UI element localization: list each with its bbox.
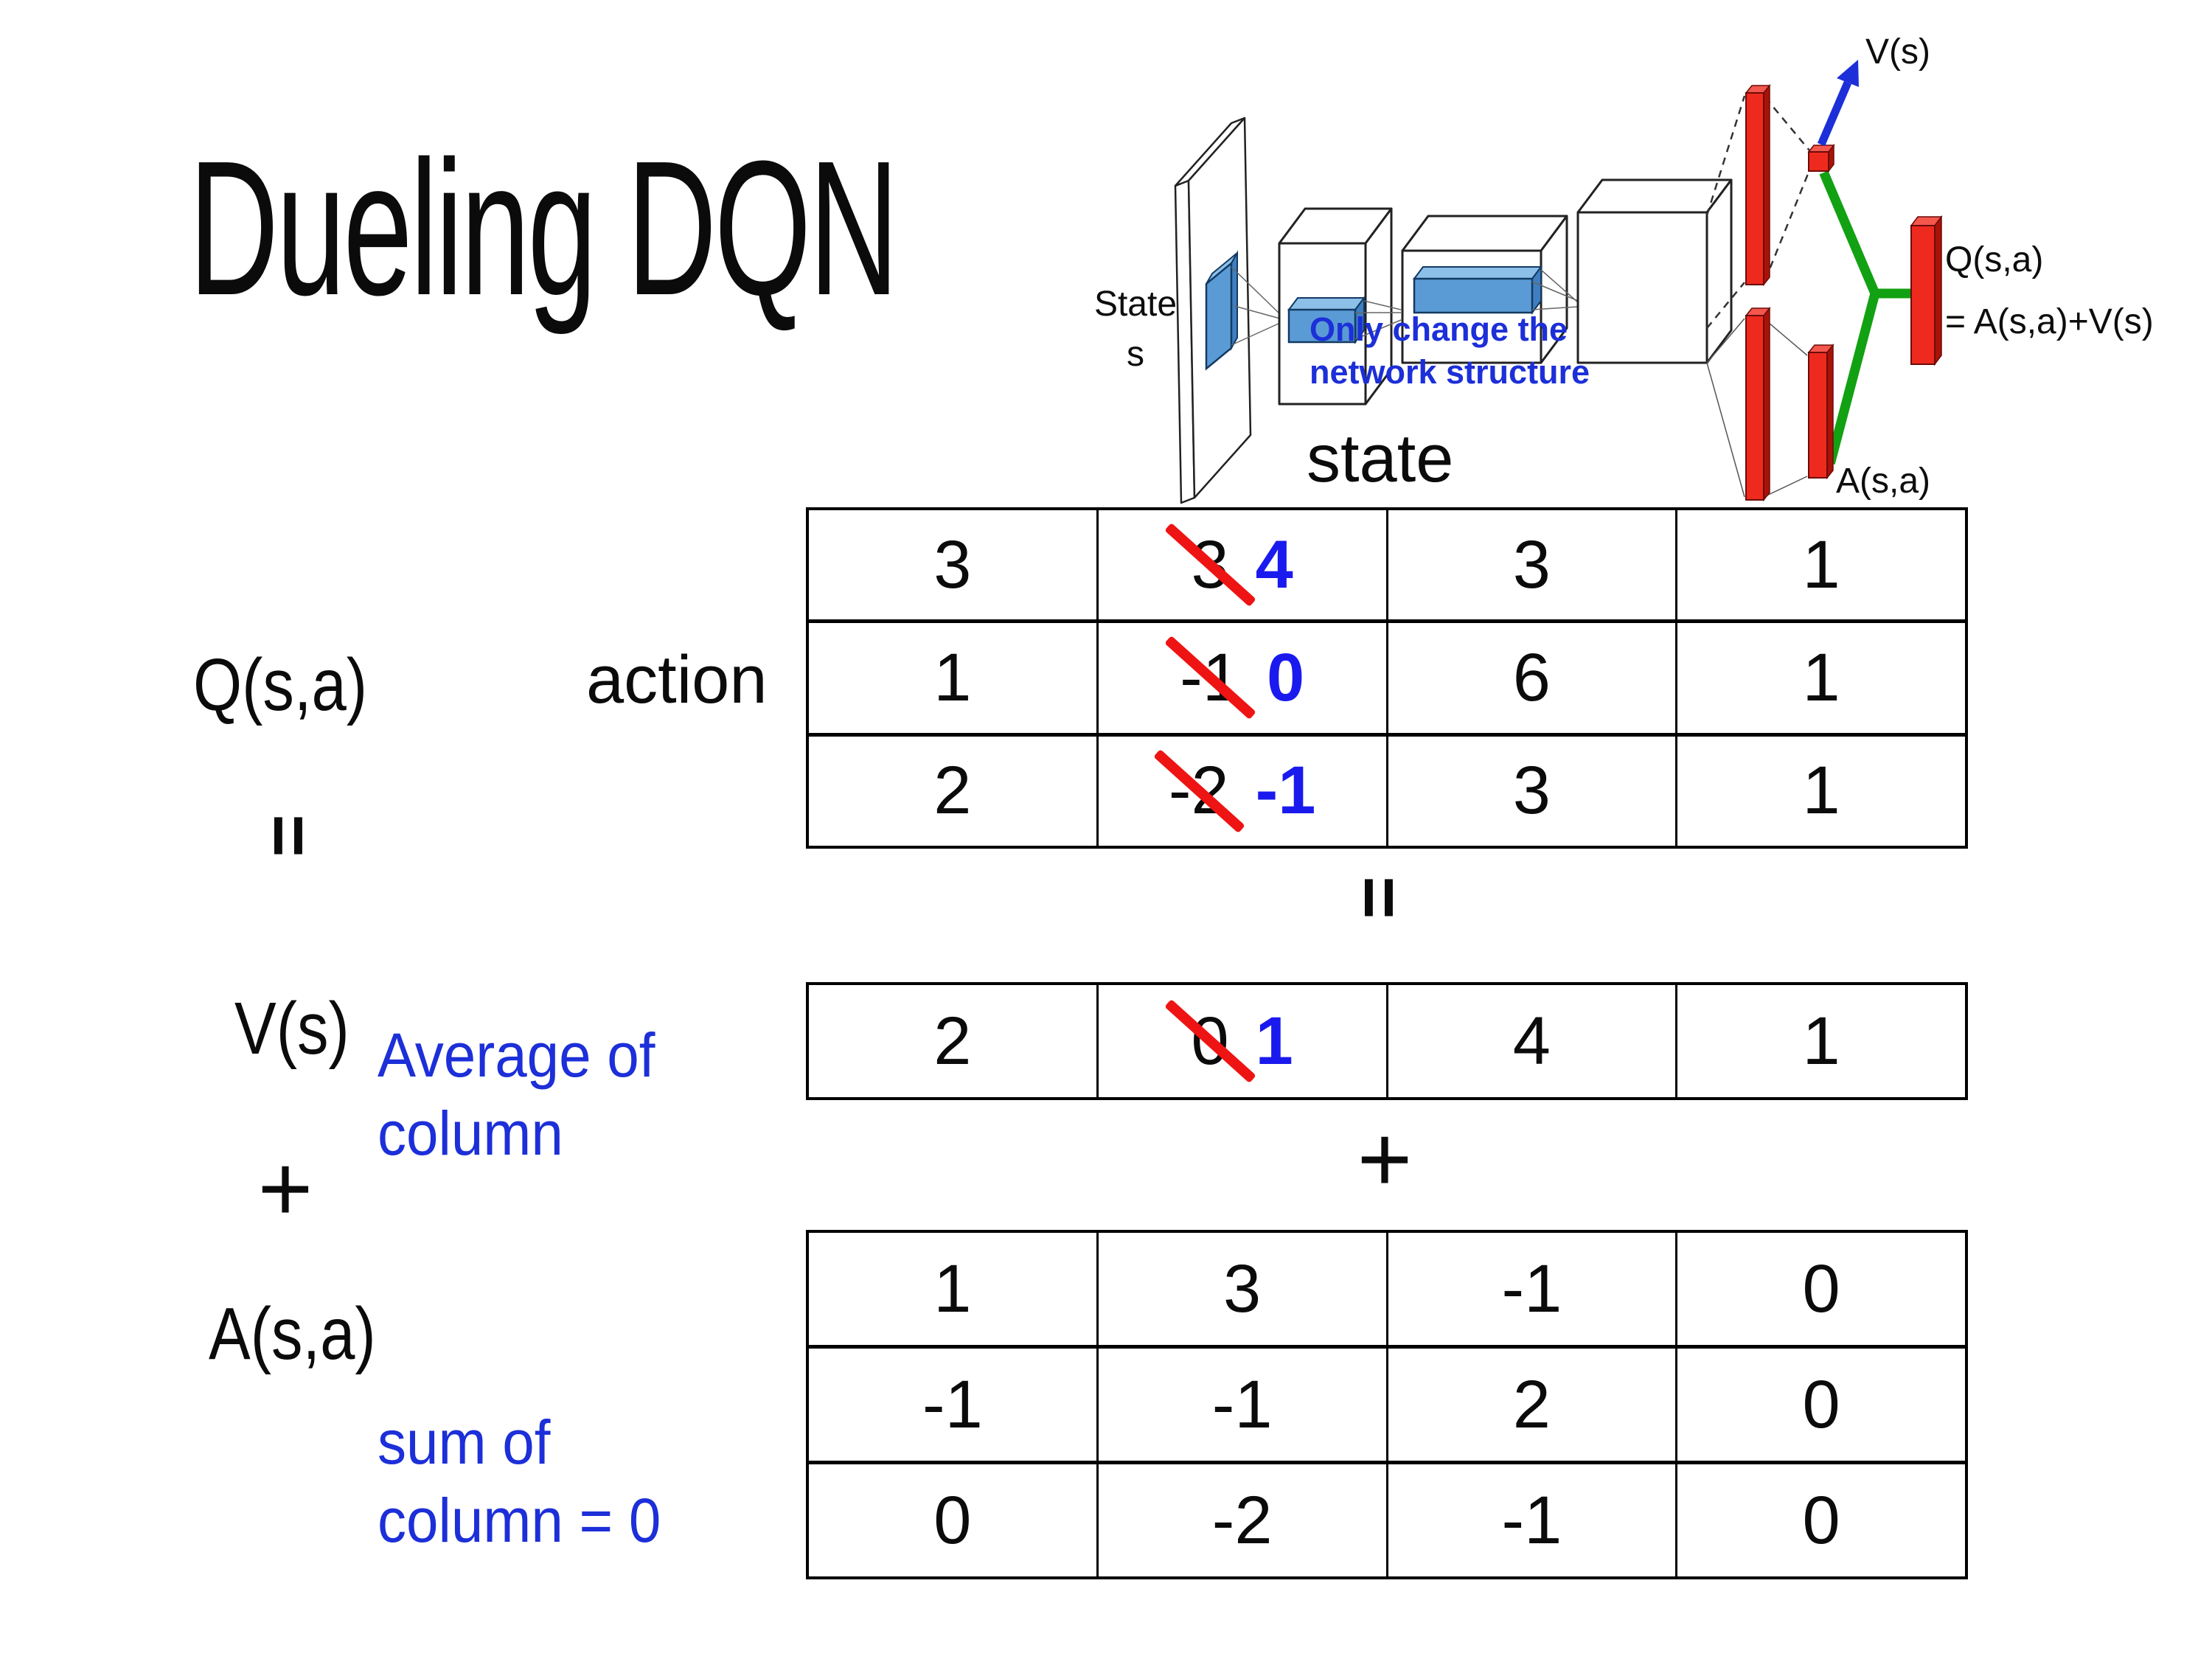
old-value: 3 — [1191, 526, 1229, 602]
state-axis-label: state — [1307, 421, 1454, 496]
average-note: Average of column — [378, 1016, 655, 1172]
q-output-bar — [1910, 215, 1943, 366]
q-cell: 1 — [1677, 510, 1965, 620]
a-output-label: A(s,a) — [1836, 462, 1930, 501]
a-cell: -2 — [1098, 1464, 1386, 1576]
a-cell: -1 — [1388, 1233, 1676, 1345]
advantage-bar — [1807, 343, 1834, 480]
fan-lines-2 — [1354, 300, 1402, 340]
q-cell-corrected: -2 -1 — [1098, 736, 1386, 846]
conv-box-1 — [1278, 207, 1393, 406]
a-cell: 0 — [1677, 1349, 1965, 1461]
sum-note-line1: sum of — [378, 1408, 551, 1477]
average-note-line2: column — [378, 1099, 563, 1168]
plus-mid-symbol: + — [1357, 1106, 1413, 1212]
equals-left-symbol: = — [247, 813, 330, 858]
dueling-network-diagram: State s — [1094, 32, 2154, 504]
q-cell: 1 — [1677, 623, 1965, 733]
q-cell: 3 — [1388, 510, 1676, 620]
v-cell-corrected: 0 1 — [1098, 985, 1386, 1097]
v-cell: 1 — [1677, 985, 1965, 1097]
advantage-function-label: A(s,a) — [209, 1293, 376, 1375]
advantage-stream-lines — [1706, 318, 1808, 498]
q-function-label: Q(s,a) — [193, 644, 368, 726]
a-cell: 0 — [809, 1464, 1096, 1576]
a-cell: 0 — [1677, 1464, 1965, 1576]
advantage-hidden-bar — [1745, 306, 1771, 502]
new-value: 4 — [1255, 526, 1293, 602]
q-cell-corrected: 3 4 — [1098, 510, 1386, 620]
action-axis-label: action — [586, 642, 768, 717]
q-cell: 1 — [809, 623, 1096, 733]
q-cell: 3 — [809, 510, 1096, 620]
value-function-label: V(s) — [234, 987, 349, 1070]
fan-lines-1 — [1231, 266, 1281, 346]
page-title: Dueling DQN — [189, 122, 899, 335]
new-value: 1 — [1255, 1003, 1293, 1079]
conv-filter-icon — [1205, 250, 1238, 371]
q-cell: 2 — [809, 736, 1096, 846]
equals-mid-symbol: = — [1338, 875, 1421, 919]
sum-note-line2: column = 0 — [378, 1486, 661, 1555]
sum-note: sum of column = 0 — [378, 1403, 661, 1559]
a-cell: 3 — [1098, 1233, 1386, 1345]
merge-link-green — [1819, 170, 1916, 465]
a-cell: 1 — [809, 1233, 1096, 1345]
old-value: 0 — [1191, 1003, 1229, 1079]
conv-box-2 — [1401, 215, 1568, 364]
q-cell-corrected: -1 0 — [1098, 623, 1386, 733]
q-cell: 3 — [1388, 736, 1676, 846]
value-node — [1807, 143, 1835, 173]
plus-left-symbol: + — [257, 1135, 313, 1242]
value-hidden-bar — [1745, 83, 1771, 287]
q-output-label-line1: Q(s,a) — [1945, 240, 2043, 279]
q-cell: 1 — [1677, 736, 1965, 846]
q-cell: 6 — [1388, 623, 1676, 733]
q-output-label-line2: = A(s,a)+V(s) — [1945, 302, 2154, 341]
old-value: -2 — [1168, 753, 1229, 829]
q-table: 3 3 4 3 1 1 -1 0 6 1 2 -2 -1 3 1 — [806, 507, 1968, 849]
a-table: 1 3 -1 0 -1 -1 2 0 0 -2 -1 0 — [806, 1230, 1968, 1579]
value-stream-dashed-lines — [1705, 95, 1812, 329]
a-cell: -1 — [1098, 1349, 1386, 1461]
v-table: 2 0 1 4 1 — [806, 982, 1968, 1100]
fan-lines-3 — [1531, 269, 1579, 310]
new-value: -1 — [1255, 753, 1316, 829]
network-note-line2: network structure — [1310, 353, 1590, 391]
a-cell: -1 — [1388, 1464, 1676, 1576]
new-value: 0 — [1266, 639, 1305, 715]
a-cell: 2 — [1388, 1349, 1676, 1461]
feature-box — [1576, 178, 1733, 364]
network-note-line1: Only change the — [1310, 310, 1568, 348]
state-input-sublabel: s — [1127, 335, 1144, 374]
a-cell: 0 — [1677, 1233, 1965, 1345]
a-cell: -1 — [809, 1349, 1096, 1461]
v-cell: 2 — [809, 985, 1096, 1097]
v-cell: 4 — [1388, 985, 1676, 1097]
v-output-label: V(s) — [1865, 32, 1930, 72]
average-note-line1: Average of — [378, 1020, 655, 1090]
old-value: -1 — [1180, 639, 1240, 715]
value-arrow-icon — [1817, 60, 1859, 147]
state-input-label: State — [1094, 285, 1177, 324]
